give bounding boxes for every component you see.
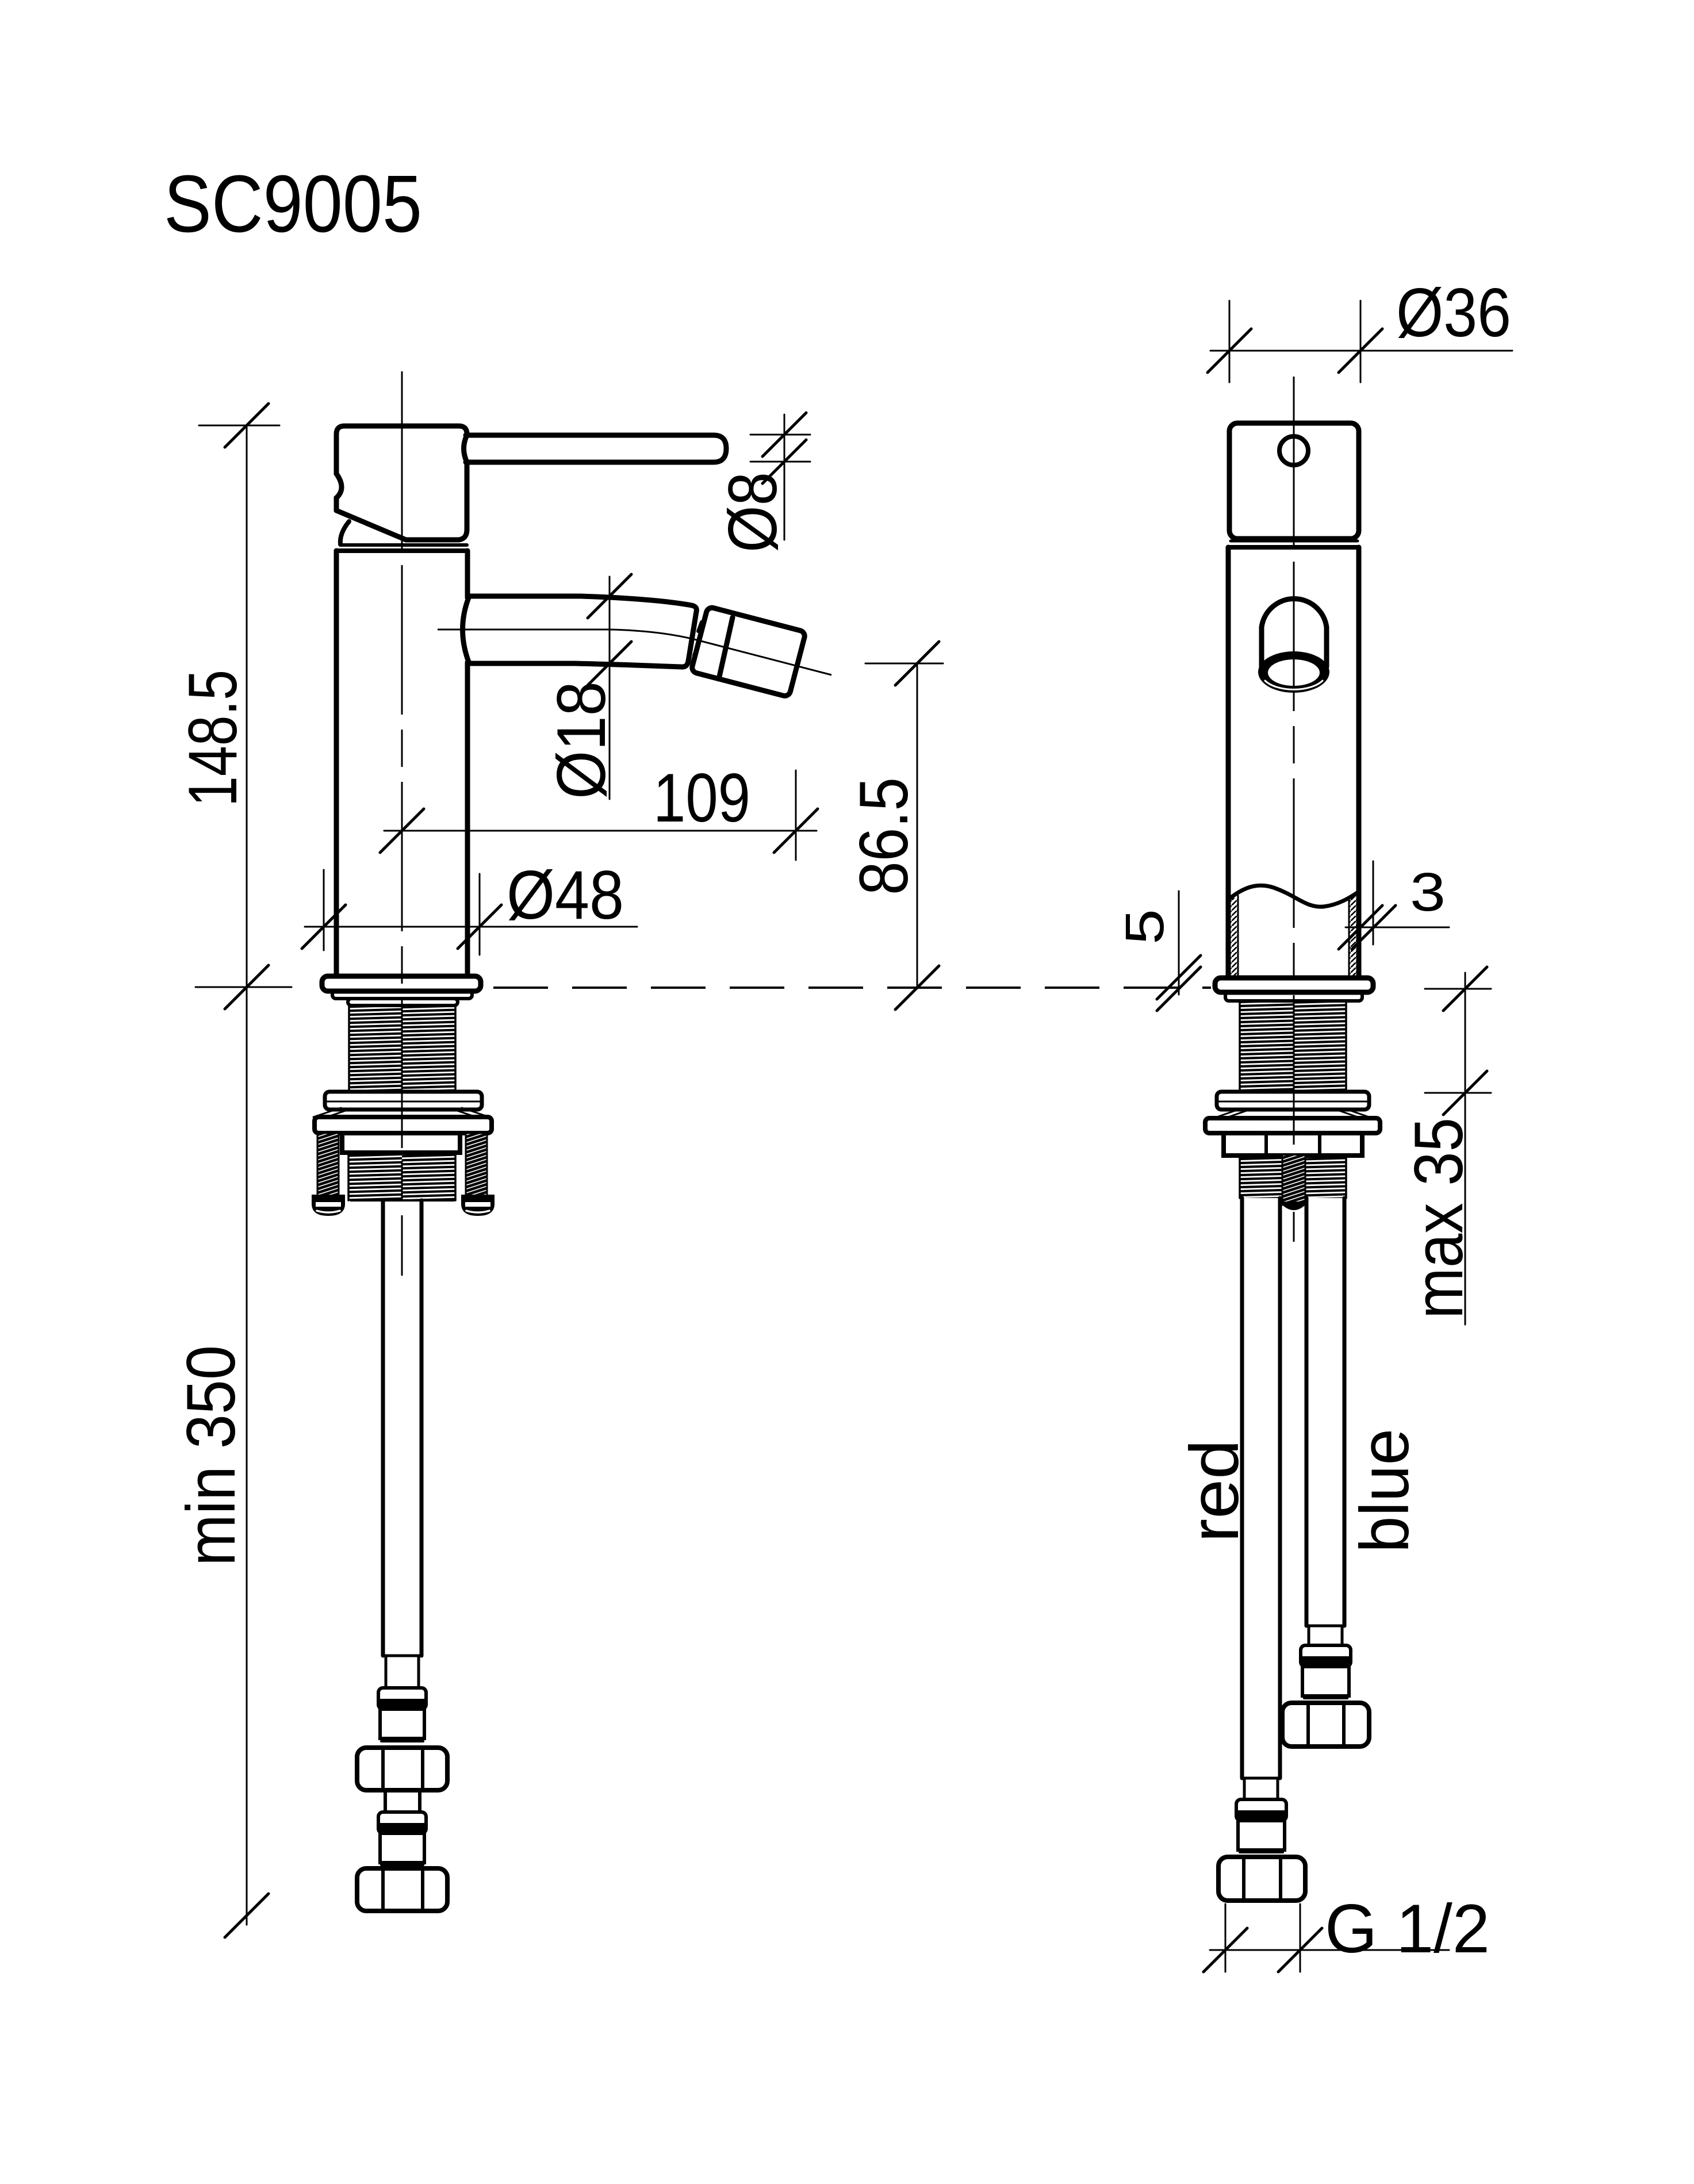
svg-text:G 1/2: G 1/2 [1325, 1890, 1490, 1967]
svg-text:Ø8: Ø8 [714, 472, 791, 552]
svg-text:max 35: max 35 [1400, 1118, 1477, 1319]
svg-text:3: 3 [1410, 862, 1446, 923]
svg-text:Ø48: Ø48 [507, 857, 624, 934]
svg-text:red: red [1176, 1440, 1253, 1542]
svg-text:148.5: 148.5 [174, 670, 251, 807]
svg-text:86.5: 86.5 [845, 777, 922, 895]
svg-text:Ø18: Ø18 [543, 681, 620, 799]
svg-text:Ø36: Ø36 [1396, 274, 1511, 351]
svg-text:5: 5 [1114, 909, 1175, 945]
svg-text:SC9005: SC9005 [164, 158, 422, 249]
svg-text:109: 109 [653, 759, 750, 836]
svg-text:min 350: min 350 [173, 1345, 250, 1566]
svg-text:blue: blue [1346, 1429, 1423, 1553]
